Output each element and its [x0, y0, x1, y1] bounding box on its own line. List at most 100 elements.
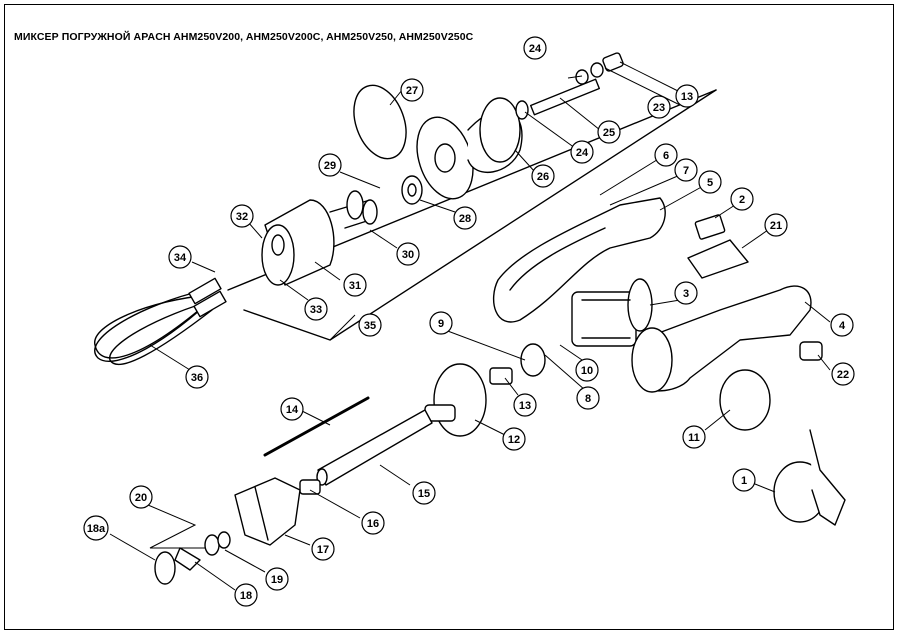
part-30-gear-shafts — [329, 190, 378, 229]
part-18a-disc — [154, 551, 176, 585]
callout-18: 18 — [234, 583, 258, 607]
leader-line — [559, 97, 601, 131]
part-25-shaft — [515, 52, 624, 120]
callout-label: 27 — [406, 85, 418, 97]
callout-4: 4 — [830, 313, 854, 337]
callout-2: 2 — [730, 187, 754, 211]
callout-label: 32 — [236, 211, 248, 223]
callout-29: 29 — [318, 153, 342, 177]
leader-line — [389, 89, 403, 106]
leader-line — [604, 67, 681, 106]
part-13-coupling — [489, 367, 513, 385]
callout-label: 10 — [581, 365, 593, 377]
part-4-motor-housing — [631, 285, 812, 393]
diagram-frame — [4, 4, 894, 630]
part-16-bushing — [299, 479, 321, 495]
callout-30: 30 — [396, 242, 420, 266]
leader-line — [741, 229, 769, 249]
callout-label: 13 — [519, 400, 531, 412]
callout-31: 31 — [343, 273, 367, 297]
callout-label: 19 — [271, 574, 283, 586]
callout-label: 4 — [839, 320, 846, 332]
part-14-drive-rod — [263, 396, 370, 457]
part-21-circuit-board — [687, 239, 749, 279]
callout-label: 23 — [653, 102, 665, 114]
callout-34: 34 — [168, 245, 192, 269]
part-11-ring — [719, 369, 771, 431]
callout-24: 24 — [523, 36, 547, 60]
callout-label: 25 — [603, 127, 615, 139]
callout-17: 17 — [311, 537, 335, 561]
part-26-flange-cover — [416, 97, 523, 200]
callout-11: 11 — [682, 425, 706, 449]
callout-8: 8 — [576, 386, 600, 410]
leader-line — [339, 171, 381, 189]
leader-line — [804, 301, 831, 323]
callout-23: 23 — [647, 95, 671, 119]
callout-label: 14 — [286, 404, 299, 416]
callout-label: 5 — [707, 177, 713, 189]
callout-label: 9 — [438, 318, 444, 330]
callout-label: 26 — [537, 171, 549, 183]
leader-line — [194, 561, 236, 591]
callout-13: 13 — [675, 84, 699, 108]
callout-27: 27 — [400, 78, 424, 102]
callout-19: 19 — [265, 567, 289, 591]
leader-line — [149, 344, 191, 371]
callout-label: 35 — [364, 320, 376, 332]
leader-line — [474, 419, 506, 436]
callout-label: 11 — [688, 432, 700, 444]
callout-label: 34 — [174, 252, 187, 264]
leader-line — [619, 61, 681, 93]
leader-line — [514, 149, 536, 173]
leader-line — [609, 174, 681, 206]
leader-line — [599, 157, 661, 196]
leader-line — [284, 534, 311, 546]
part-9-washer — [520, 343, 546, 377]
callout-3: 3 — [674, 281, 698, 305]
callout-16: 16 — [361, 511, 385, 535]
part-18-blade — [174, 547, 201, 571]
callout-7: 7 — [674, 158, 698, 182]
callout-label: 12 — [508, 434, 520, 446]
callout-label: 18a — [87, 523, 106, 535]
callout-label: 29 — [324, 160, 336, 172]
callout-33: 33 — [304, 297, 328, 321]
callout-label: 20 — [135, 492, 147, 504]
part-27-gasket-ring — [353, 84, 407, 160]
callout-26: 26 — [531, 164, 555, 188]
part-1-power-cord — [773, 429, 846, 526]
leader-line — [224, 549, 266, 573]
callout-21: 21 — [764, 213, 788, 237]
callout-label: 30 — [402, 249, 414, 261]
part-2-switch — [694, 214, 726, 240]
leader-line — [504, 377, 519, 396]
leader-line — [444, 329, 526, 361]
callout-label: 8 — [585, 393, 591, 405]
leader-line — [567, 75, 583, 79]
leader-line — [109, 533, 156, 561]
leader-line — [559, 344, 586, 363]
leader-line — [817, 354, 831, 371]
callout-14: 14 — [280, 397, 304, 421]
callout-5: 5 — [698, 170, 722, 194]
callout-label: 17 — [317, 544, 329, 556]
callout-label: 15 — [418, 488, 430, 500]
callout-32: 32 — [230, 204, 254, 228]
leader-line — [279, 279, 309, 301]
leader-line — [649, 299, 681, 306]
leader-line — [247, 221, 263, 239]
callout-label: 21 — [770, 220, 782, 232]
leader-line — [714, 204, 736, 219]
callout-9: 9 — [429, 311, 453, 335]
callout-12: 12 — [502, 427, 526, 451]
callout-35: 35 — [358, 313, 382, 337]
part-17-bell-guard — [234, 477, 301, 546]
leader-line — [524, 111, 576, 149]
leader-line — [147, 504, 205, 549]
leader-line — [369, 229, 398, 249]
callout-label: 18 — [240, 590, 252, 602]
callout-label: 22 — [837, 369, 849, 381]
callout-6: 6 — [654, 143, 678, 167]
leader-line — [544, 354, 586, 391]
